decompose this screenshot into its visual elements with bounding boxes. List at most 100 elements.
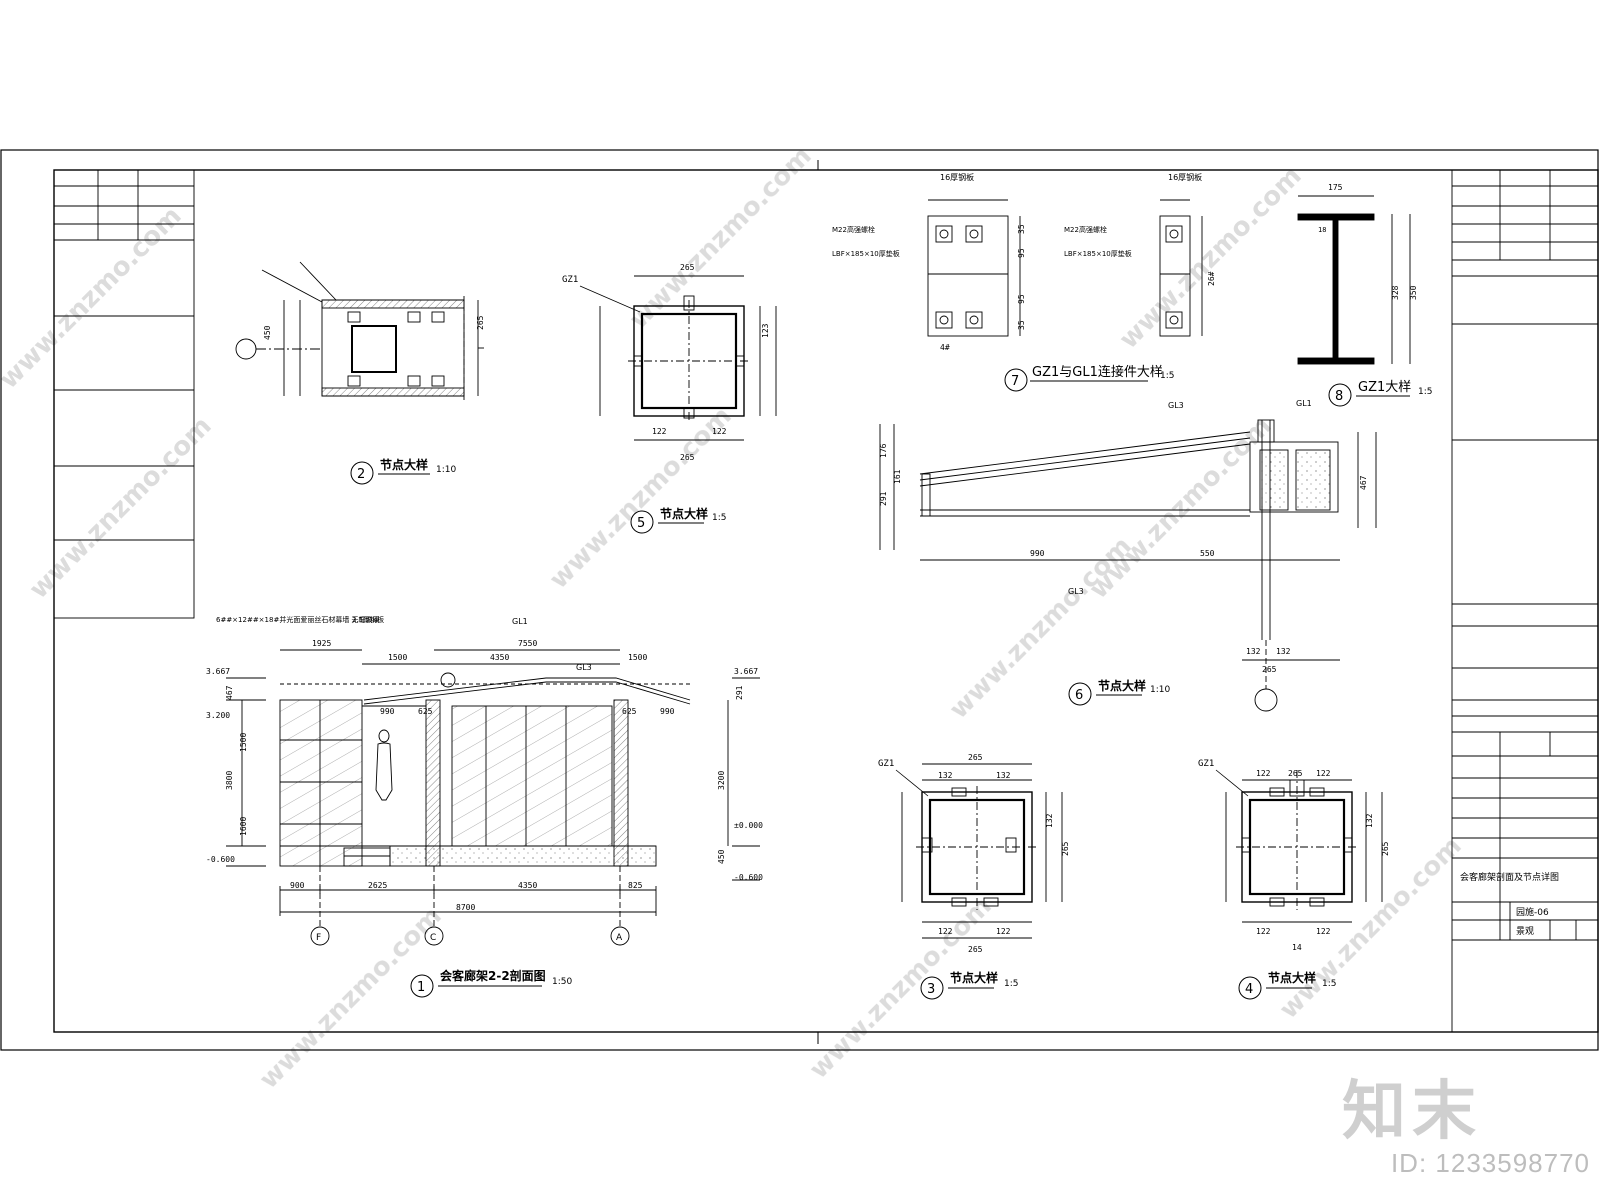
dim: 1500	[388, 653, 407, 662]
conn-note: 16厚钢板	[1168, 172, 1202, 182]
dim: 265	[476, 315, 485, 330]
gz-dim: 265	[1381, 841, 1390, 856]
watermark-text: www.znzmo.com	[254, 901, 448, 1095]
detail-1-number: 1	[417, 980, 425, 995]
detail-1-title: 会客廊架2-2剖面图	[440, 968, 546, 983]
node6-dim: 161	[893, 469, 902, 484]
axis-f: F	[316, 933, 321, 943]
detail-3-title: 节点大样	[950, 970, 998, 985]
detail-6-number: 6	[1075, 688, 1083, 703]
detail-5-scale: 1:5	[712, 513, 726, 523]
gz-dim: 132	[1365, 813, 1374, 828]
gz-label: GZ1	[1198, 759, 1214, 769]
dim: 990	[380, 707, 395, 716]
detail-1-scale: 1:50	[552, 977, 572, 987]
section-note: 2.5厚钢板	[352, 615, 384, 624]
dim: 1500	[628, 653, 647, 662]
elev: ±0.000	[734, 821, 763, 830]
detail-5-number: 5	[637, 516, 645, 531]
dim: 3800	[225, 771, 234, 790]
gz-dim: 132	[996, 771, 1011, 780]
gz-dim: 122	[712, 427, 727, 436]
gz-dim: 122	[652, 427, 667, 436]
conn-dim: 4#	[940, 343, 950, 352]
detail-6-title: 节点大样	[1098, 678, 1146, 693]
detail-6-drawing	[879, 419, 1377, 712]
conn-note: M22高强螺栓	[832, 225, 875, 234]
section-note: 6##×12##×18#并光面爱丽丝石材幕墙 无框玻璃	[216, 615, 380, 624]
detail-4-drawing	[1225, 770, 1383, 923]
watermark-text: www.znzmo.com	[544, 401, 738, 595]
detail-1-label: 1 会客廊架2-2剖面图 1:50	[410, 968, 572, 998]
dim: 3200	[717, 771, 726, 790]
dim: 990	[660, 707, 675, 716]
detail-8-title: GZ1大样	[1358, 380, 1411, 395]
detail-6-label: 6 节点大样 1:10	[1068, 678, 1170, 706]
detail-8-drawing	[1297, 195, 1411, 365]
detail-8-number: 8	[1335, 389, 1343, 404]
dim: 1925	[312, 639, 331, 648]
elev: 3.200	[206, 711, 230, 720]
watermark-text: www.znzmo.com	[1084, 411, 1278, 605]
dim: 825	[628, 881, 643, 890]
detail-3-label: 3 节点大样 1:5	[920, 970, 1018, 1000]
section-gl3: GL3	[576, 663, 592, 672]
elev: 3.667	[734, 667, 758, 676]
title-project: 会客廊架剖面及节点详图	[1460, 871, 1559, 883]
conn-dim: 95	[1017, 248, 1026, 258]
node6-dim: 467	[1359, 475, 1368, 490]
detail-1-drawing	[226, 649, 760, 946]
gz-dim: 123	[761, 323, 770, 338]
dim: 900	[290, 881, 305, 890]
detail-7-label: 7 GZ1与GL1连接件大样 1:5	[1004, 364, 1174, 392]
dim: 1500	[239, 733, 248, 752]
dim: 291	[735, 685, 744, 700]
conn-note: LBF×185×10厚垫板	[1064, 249, 1132, 258]
gz-dim: 265	[1061, 841, 1070, 856]
gz-dim: 122	[938, 927, 953, 936]
gz-dim: 175	[1328, 183, 1343, 192]
node6-dim: 550	[1200, 549, 1215, 558]
detail-2-scale: 1:10	[436, 465, 456, 475]
dim: 7550	[518, 639, 537, 648]
node6-gl3b: GL3	[1068, 587, 1084, 596]
gz-label: GZ1	[562, 275, 578, 285]
conn-dim: 35	[1017, 224, 1026, 234]
node6-dim: 291	[879, 491, 888, 506]
detail-7-scale: 1:5	[1160, 371, 1174, 381]
watermark-text: www.znzmo.com	[1114, 161, 1308, 355]
detail-7-title: GZ1与GL1连接件大样	[1032, 364, 1163, 380]
inner-frame	[53, 169, 1599, 1033]
dim: 450	[263, 325, 272, 340]
detail-5-drawing	[599, 275, 777, 441]
detail-2-label: 2 节点大样 1:10	[350, 457, 456, 485]
detail-7-drawing	[927, 199, 1203, 337]
detail-4-title: 节点大样	[1268, 970, 1316, 985]
dim: 450	[717, 849, 726, 864]
gz-dim: 350	[1409, 285, 1418, 300]
dim: 625	[418, 707, 433, 716]
gz-label: GZ1	[878, 759, 894, 769]
detail-4-label: 4 节点大样 1:5	[1238, 970, 1336, 1000]
detail-4-scale: 1:5	[1322, 979, 1336, 989]
detail-7-number: 7	[1011, 374, 1019, 389]
gz-dim: 122	[1256, 769, 1271, 778]
gz-dim: 265	[968, 753, 983, 762]
dim: 4350	[490, 653, 509, 662]
detail-2-number: 2	[357, 467, 365, 482]
conn-note: LBF×185×10厚垫板	[832, 249, 900, 258]
node6-dim: 990	[1030, 549, 1045, 558]
conn-dim: 35	[1017, 320, 1026, 330]
gz-dim: 122	[1256, 927, 1271, 936]
gz-dim: 14	[1292, 943, 1302, 952]
title-discipline: 景观	[1516, 926, 1534, 937]
watermark-id: ID: 1233598770	[1390, 1148, 1590, 1178]
section-gl1: GL1	[512, 617, 528, 626]
dim: 467	[225, 685, 234, 700]
axis-a: A	[616, 933, 623, 943]
dim: 1600	[239, 817, 248, 836]
detail-3-number: 3	[927, 982, 935, 997]
gz-dim: 132	[1045, 813, 1054, 828]
detail-4-number: 4	[1245, 982, 1253, 997]
